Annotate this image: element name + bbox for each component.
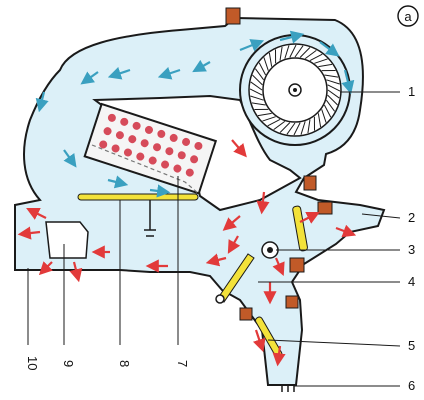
fan-blade [327, 89, 340, 99]
heater-core-tube [120, 117, 129, 126]
cool-air-arrows [35, 30, 355, 198]
callout-3: 3 [408, 242, 415, 257]
heater-core-tube [194, 141, 203, 150]
mixing-flap [77, 193, 199, 201]
fan-blade [251, 102, 266, 106]
fan-blade [327, 84, 341, 92]
callout-7: 7 [175, 360, 190, 367]
fan-blade [279, 122, 291, 133]
fan-blade [309, 53, 323, 62]
heater-core-tube [136, 152, 145, 161]
heater-core-tube [177, 151, 186, 160]
fan-blade [284, 45, 290, 59]
heater-core-tube [169, 133, 178, 142]
fan-blade [324, 74, 339, 78]
fan-blade [321, 109, 327, 123]
fan-blade [289, 44, 297, 58]
fan-blade [257, 112, 272, 117]
diagram-badge: a [397, 5, 419, 27]
fan-blade [263, 57, 269, 71]
fan-blade [294, 45, 304, 58]
heater-core-tube [107, 113, 116, 122]
heater-core-tube [123, 148, 132, 157]
flap-linkage [144, 200, 156, 237]
heater-core [83, 102, 218, 195]
fan-blade [307, 119, 311, 134]
flap-pivot [215, 294, 225, 304]
warm-air-arrows [17, 139, 357, 367]
heater-core-tube [140, 139, 149, 148]
blower-fan [239, 34, 351, 146]
heater-core-tube [128, 135, 137, 144]
fan-blade [327, 94, 338, 106]
fan-blade [317, 113, 322, 128]
fan-blade [326, 79, 340, 85]
fan-blade [252, 74, 263, 86]
callout-6: 6 [408, 378, 415, 393]
callout-leaders [27, 91, 401, 387]
heater-core-tube [148, 156, 157, 165]
fan-blade [250, 95, 264, 101]
heater-core-tube [153, 143, 162, 152]
callout-10: 10 [25, 356, 40, 370]
fan-blade [254, 68, 265, 81]
fan-blade [314, 58, 328, 64]
water-valve [45, 221, 89, 259]
actuator-bottom-left [239, 307, 253, 321]
fan-blade [250, 81, 263, 91]
actuator-right-top [303, 175, 317, 191]
fan-blade [304, 49, 317, 60]
callout-8: 8 [117, 360, 132, 367]
fan-blade [249, 88, 263, 96]
heater-core-tube [99, 140, 108, 149]
actuator-top [225, 7, 241, 25]
outlet-grille [281, 385, 295, 392]
fan-blade [325, 99, 336, 112]
callout-2: 2 [408, 210, 415, 225]
fan-blade [293, 122, 301, 136]
fan-blade [267, 118, 281, 127]
heater-core-tube [144, 125, 153, 134]
actuator-right-mid [317, 201, 333, 215]
badge-letter: a [404, 9, 412, 24]
actuator-bottom-right [285, 295, 299, 309]
heater-core-tube [103, 127, 112, 136]
heater-core-tube [182, 137, 191, 146]
evaporator-outline [91, 144, 199, 194]
fan-blade [268, 52, 273, 67]
fan-blade [299, 47, 311, 58]
fan-blade [323, 104, 332, 118]
actuator-right-low [289, 257, 305, 273]
heater-core-tube [165, 147, 174, 156]
callout-9: 9 [61, 360, 76, 367]
callout-5: 5 [408, 338, 415, 353]
heater-core-tube [173, 164, 182, 173]
heater-core-tube [115, 131, 124, 140]
fan-blade [300, 121, 306, 135]
callout-4: 4 [408, 274, 415, 289]
heater-core-tube [185, 168, 194, 177]
heater-core-tube [161, 160, 170, 169]
heater-core-tube [111, 144, 120, 153]
heater-core-tube [132, 121, 141, 130]
fan-blade [318, 63, 333, 68]
fan-blade [262, 116, 276, 122]
heater-core-tube [190, 155, 199, 164]
heater-core-tube [157, 129, 166, 138]
fresh-air-flap [292, 205, 308, 252]
fan-blade [279, 46, 283, 61]
fan-blade [273, 120, 286, 131]
fan-blade [258, 62, 267, 76]
callout-1: 1 [408, 84, 415, 99]
fan-blade [286, 122, 296, 135]
